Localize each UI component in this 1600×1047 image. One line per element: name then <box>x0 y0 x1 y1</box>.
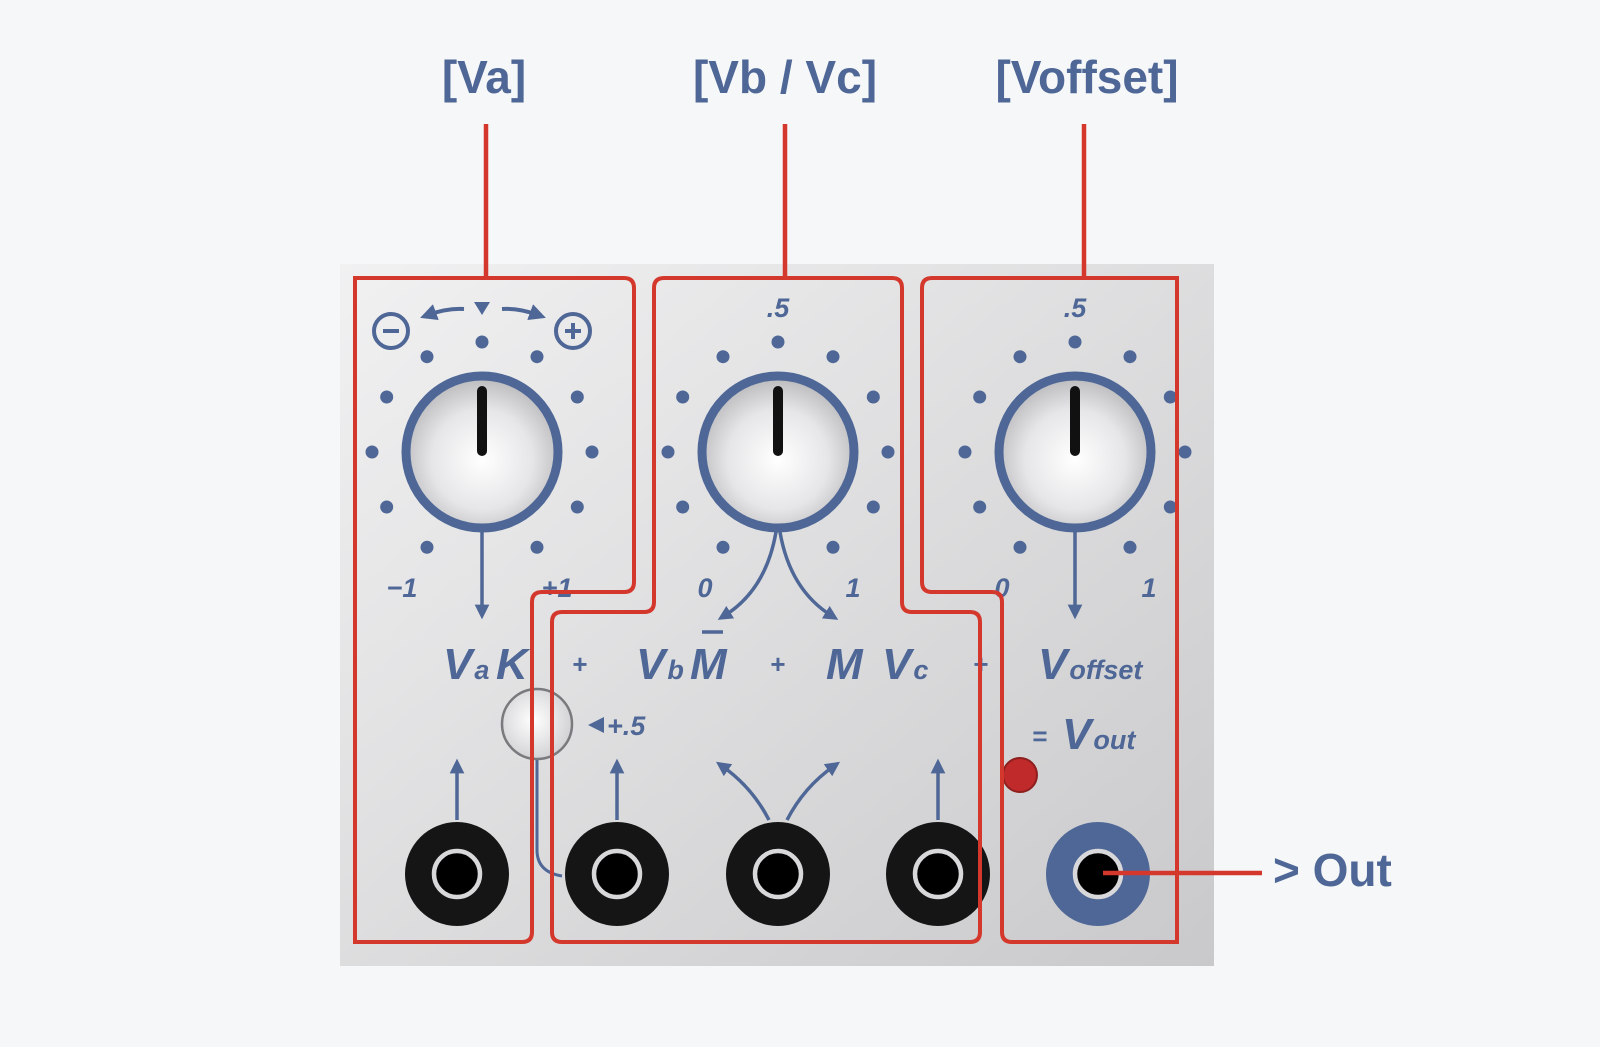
section-va-outline <box>353 276 636 944</box>
input-m-right-arrow <box>785 761 841 821</box>
formula-plus-2: + <box>770 649 785 679</box>
voffset-scale-dot <box>1178 445 1192 459</box>
status-led <box>1002 757 1038 793</box>
voffset-scale-dot <box>958 445 972 459</box>
vbvc-top-label: .5 <box>767 293 791 323</box>
va-scale-dot <box>380 390 394 404</box>
va-scale-dot <box>420 350 434 364</box>
vbvc-scale-dot <box>676 500 690 514</box>
va-scale-dot <box>475 335 489 349</box>
va-min-label: −1 <box>387 573 418 603</box>
voffset-scale-dot <box>1013 350 1027 364</box>
voffset-scale-dot <box>1123 350 1137 364</box>
arrow-right-icon <box>501 304 546 320</box>
jack-m-input[interactable] <box>726 822 830 926</box>
formula-m: M <box>826 640 864 689</box>
section-voffset-outline <box>920 276 1179 944</box>
vbvc-min-label: 0 <box>697 573 712 603</box>
jack-va-input[interactable] <box>405 822 509 926</box>
voffset-scale-dot <box>1163 500 1177 514</box>
callout-out-label: > Out <box>1273 844 1392 896</box>
va-scale-dot <box>530 540 544 554</box>
callout-va-label: [Va] <box>442 51 526 103</box>
jack-out[interactable] <box>1046 822 1150 926</box>
formula-plus-1: + <box>572 649 587 679</box>
jack-vb-input[interactable] <box>565 822 669 926</box>
plus-icon <box>554 312 592 350</box>
formula-equals: = <box>1032 721 1047 751</box>
voffset-knob[interactable] <box>994 371 1156 533</box>
input-m-left-arrow <box>715 761 771 821</box>
voffset-top-label: .5 <box>1064 293 1088 323</box>
formula-k: K <box>496 640 531 689</box>
scale-dots <box>365 335 1192 554</box>
vbvc-scale-dot <box>826 540 840 554</box>
vbvc-max-label: 1 <box>845 573 860 603</box>
voffset-max-label: 1 <box>1141 573 1156 603</box>
jack-vc-input[interactable] <box>886 822 990 926</box>
formula-vc: Vc <box>882 640 928 689</box>
vbvc-scale-dot <box>716 350 730 364</box>
va-scale-dot <box>570 390 584 404</box>
center-triangle-icon <box>474 302 490 315</box>
vbvc-scale-dot <box>826 350 840 364</box>
va-scale-dot <box>380 500 394 514</box>
formula-m-bar: M <box>690 640 728 689</box>
vbvc-scale-dot <box>661 445 675 459</box>
voffset-scale-dot <box>1068 335 1082 349</box>
arrow-left-icon <box>420 304 465 320</box>
vbvc-left-arrow <box>717 531 778 620</box>
vbvc-scale-dot <box>771 335 785 349</box>
vbvc-scale-dot <box>866 500 880 514</box>
va-scale-dot <box>420 540 434 554</box>
vbvc-knob[interactable] <box>697 371 859 533</box>
callout-voffset-label: [Voffset] <box>995 51 1178 103</box>
vbvc-right-arrow <box>778 531 839 620</box>
formula-vb: Vb <box>636 640 684 689</box>
va-scale-dot <box>530 350 544 364</box>
voffset-scale-dot <box>1163 390 1177 404</box>
va-max-label: +1 <box>542 573 573 603</box>
vbvc-scale-dot <box>676 390 690 404</box>
formula-va: Va <box>443 640 489 689</box>
formula: Va K + Vb M + M Vc + Voffset = Vout <box>443 630 1143 759</box>
button-cable <box>535 755 563 878</box>
voffset-scale-dot <box>1013 540 1027 554</box>
va-scale-dot <box>365 445 379 459</box>
voffset-scale-dot <box>973 500 987 514</box>
section-vbvc-outline <box>550 276 982 944</box>
offset-button[interactable] <box>500 687 574 761</box>
voffset-scale-dot <box>973 390 987 404</box>
minus-icon <box>372 312 410 350</box>
va-scale-dot <box>570 500 584 514</box>
offset-button-label: +.5 <box>607 711 646 741</box>
va-scale-dot <box>585 445 599 459</box>
button-pointer-icon <box>588 717 604 733</box>
vbvc-scale-dot <box>716 540 730 554</box>
formula-voffset: Voffset <box>1038 640 1143 689</box>
va-knob[interactable] <box>401 371 563 533</box>
vbvc-scale-dot <box>881 445 895 459</box>
callout-vbvc-label: [Vb / Vc] <box>693 51 877 103</box>
voffset-scale-dot <box>1123 540 1137 554</box>
formula-vout: Vout <box>1062 710 1136 759</box>
vbvc-scale-dot <box>866 390 880 404</box>
